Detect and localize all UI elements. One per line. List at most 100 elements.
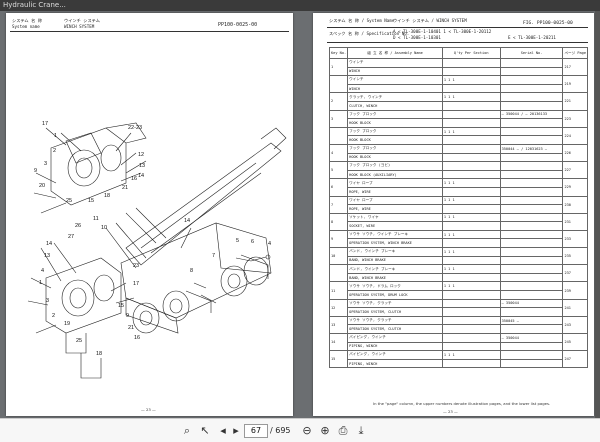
table-row: BAND, WINCH BRAKE xyxy=(330,272,588,283)
callout-14b: 14 xyxy=(184,218,191,224)
callout-23: 23 xyxy=(133,263,140,269)
table-row: HOOK BLOCK xyxy=(330,118,588,128)
table-row: HOOK BLOCK (AUXILIARY) xyxy=(330,169,588,180)
spec-line-1: A < TL-300E-1-10401 1 < TL-300E-1-20112 xyxy=(393,29,492,34)
callout-25b: 25 xyxy=(76,338,83,344)
callout-9: 9 xyxy=(34,168,38,174)
col-page: ページ Page xyxy=(562,47,588,59)
callout-15b: 15 xyxy=(118,303,125,309)
table-row: PIPING, WINCH xyxy=(330,341,588,352)
callout-16: 16 xyxy=(131,176,138,182)
callout-2: 2 xyxy=(53,148,57,154)
callout-14c: 14 xyxy=(46,241,53,247)
callout-15: 15 xyxy=(88,198,95,204)
callout-6: 6 xyxy=(251,239,255,245)
callout-21: 21 xyxy=(122,185,129,191)
previous-page-button[interactable]: ◂ xyxy=(220,424,226,437)
table-row: SOCKET, WIRE xyxy=(330,221,588,231)
col-assembly-name: 組 立 名 称 / Assembly Name xyxy=(347,47,443,59)
table-row: BAND, WINCH BRAKE xyxy=(330,255,588,266)
zoom-in-icon[interactable]: ⊕ xyxy=(320,424,330,437)
table-row: HOOK BLOCK xyxy=(330,152,588,163)
callout-4: 4 xyxy=(41,268,45,274)
print-icon[interactable]: ⎙ xyxy=(338,424,348,437)
callout-10: 10 xyxy=(101,225,108,231)
system-name-jp: ウインチ システム xyxy=(64,18,100,23)
system-label-jp: システム 名 称 xyxy=(12,18,43,23)
vertical-scrollbar[interactable] xyxy=(595,11,600,418)
left-page-number: — 23 — xyxy=(141,407,156,412)
table-row: HOOK BLOCK xyxy=(330,135,588,145)
col-serial: Serial No. xyxy=(499,47,564,59)
download-icon[interactable]: ⤓ xyxy=(358,424,364,437)
table-row: CLUTCH, WINCH xyxy=(330,100,588,111)
callout-2b: 2 xyxy=(52,313,56,319)
crane-exploded-diagram xyxy=(27,122,287,379)
callout-26: 26 xyxy=(75,223,82,229)
callout-12: 12 xyxy=(138,152,145,158)
total-pages: / 695 xyxy=(270,426,291,435)
system-name: ウインチ システム / WINCH SYSTEM xyxy=(393,18,467,23)
system-label: システム 名 称 / System Name xyxy=(329,18,395,23)
document-viewer[interactable]: システム 名 称 System name ウインチ システム WINCH SYS… xyxy=(0,11,600,418)
spec-line-2: D < TL-300E-1-10301 xyxy=(393,35,441,40)
callout-21b: 21 xyxy=(128,325,135,331)
page-footnote: In the "page" column, the upper numbers … xyxy=(373,401,551,406)
callout-3b: 3 xyxy=(46,298,50,304)
diagram-page: システム 名 称 System name ウインチ システム WINCH SYS… xyxy=(6,13,293,416)
callout-22-23: 22-23 xyxy=(128,125,143,131)
next-page-button[interactable]: ▸ xyxy=(233,424,239,437)
search-icon[interactable]: ⌕ xyxy=(183,424,191,437)
select-tool-icon[interactable]: ↖ xyxy=(200,424,210,437)
callout-18b: 18 xyxy=(96,351,103,357)
callout-16b: 16 xyxy=(134,335,141,341)
callout-27: 27 xyxy=(68,234,75,240)
system-name-en: WINCH SYSTEM xyxy=(64,24,95,29)
callout-3: 3 xyxy=(44,161,48,167)
callout-4b: 4 xyxy=(268,241,272,247)
callout-9b: 9 xyxy=(126,313,130,319)
window-title: Hydraulic Crane... xyxy=(0,0,600,11)
callout-19: 19 xyxy=(64,321,71,327)
table-row: PIPING, WINCH xyxy=(330,358,588,369)
col-qty: Q'ty Per Section xyxy=(441,47,501,59)
viewer-toolbar: ⌕ ↖ ◂ ▸ 67 / 695 ⊖ ⊕ ⎙ ⤓ xyxy=(0,418,600,442)
callout-1: 1 xyxy=(54,133,58,139)
parts-table: Key No. 組 立 名 称 / Assembly Name Q'ty Per… xyxy=(328,47,588,369)
table-row: OPERATION SYSTEM, DRUM LOCK xyxy=(330,290,588,300)
table-row: ROPE, WIRE xyxy=(330,186,588,197)
callout-13: 13 xyxy=(139,163,146,169)
callout-20: 20 xyxy=(39,183,46,189)
callout-18: 18 xyxy=(104,193,111,199)
zoom-out-icon[interactable]: ⊖ xyxy=(302,424,312,437)
callout-7: 7 xyxy=(212,253,216,259)
callout-1b: 1 xyxy=(39,280,43,286)
table-row: OPERATION SYSTEM, CLUTCH xyxy=(330,324,588,334)
callout-17: 17 xyxy=(42,121,49,127)
table-row: ROPE, WIRE xyxy=(330,204,588,214)
file-code: FIG. PP100-0025-00 xyxy=(523,21,573,26)
callout-11: 11 xyxy=(93,216,99,222)
callout-17b: 17 xyxy=(133,281,140,287)
table-row: OPERATION SYSTEM, WINCH BRAKE xyxy=(330,238,588,249)
callout-14: 14 xyxy=(138,173,145,179)
callout-5: 5 xyxy=(236,238,240,244)
spec-line-3: E < TL-300E-1-20211 xyxy=(508,35,556,40)
page-number-input[interactable]: 67 xyxy=(244,424,268,438)
